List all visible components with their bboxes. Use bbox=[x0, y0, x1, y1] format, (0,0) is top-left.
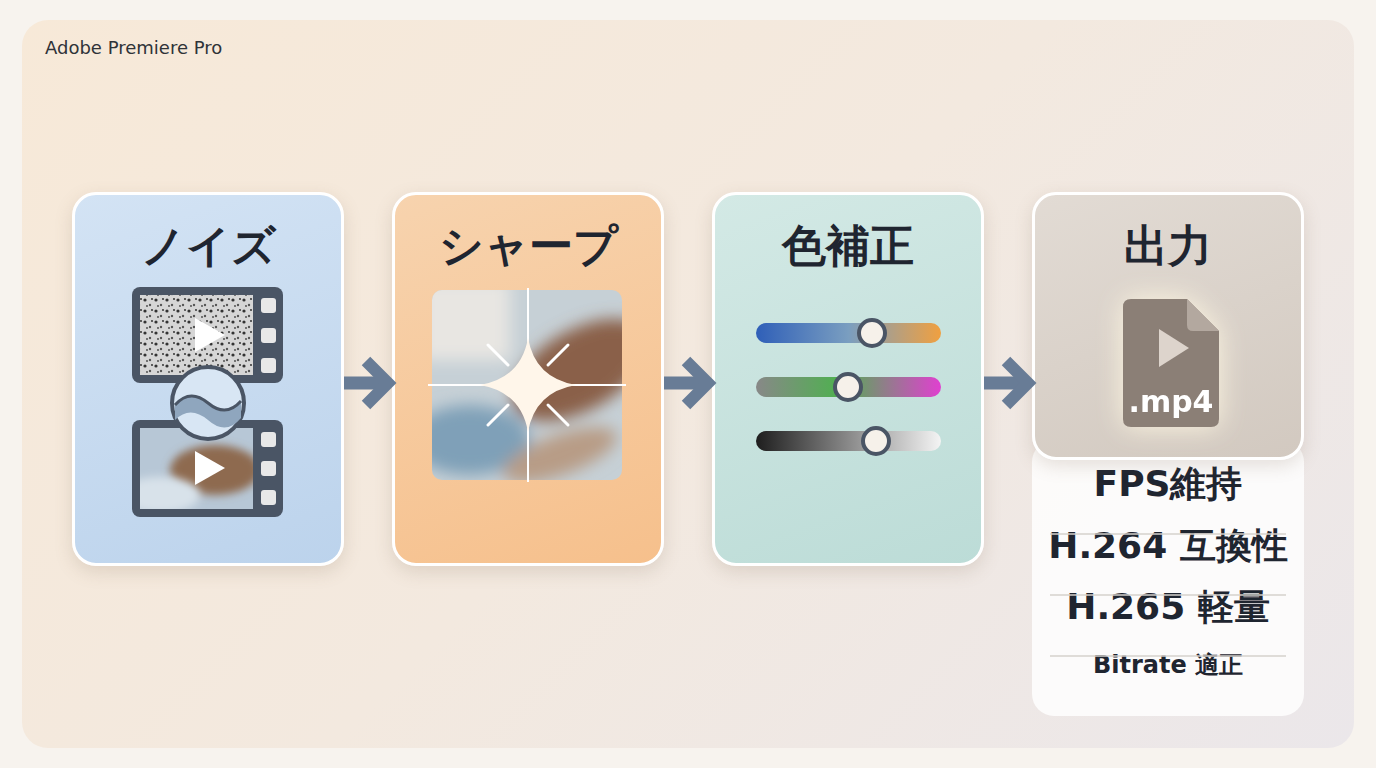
step-card: ノイズ bbox=[72, 192, 344, 566]
arrow-shaft bbox=[984, 377, 1024, 390]
setting-text: H.264 互換性 bbox=[1032, 522, 1304, 571]
app-title: Adobe Premiere Pro bbox=[45, 37, 222, 58]
arrow-head bbox=[366, 361, 388, 405]
setting-text: H.265 軽量 bbox=[1032, 583, 1304, 632]
step-title: 出力 bbox=[1035, 217, 1301, 276]
file-fold bbox=[1187, 299, 1219, 331]
setting-text: Bitrate 適正 bbox=[1032, 649, 1304, 681]
flow-arrow bbox=[664, 361, 708, 405]
arrow-shaft bbox=[344, 377, 384, 390]
step-card: シャープ bbox=[392, 192, 664, 566]
flow-arrow bbox=[984, 361, 1028, 405]
settings-panel: FPS維持 H.264 互換性 H.265 軽量 Bitrate 適正 bbox=[1032, 440, 1304, 716]
arrow-shaft bbox=[664, 377, 704, 390]
setting-text: FPS維持 bbox=[1032, 460, 1304, 509]
step-title: 色補正 bbox=[715, 217, 981, 276]
output-card: 出力 .mp4 bbox=[1032, 192, 1304, 460]
step-title: ノイズ bbox=[75, 217, 341, 276]
step-card: 色補正 bbox=[712, 192, 984, 566]
step-title: シャープ bbox=[395, 217, 661, 276]
file-extension: .mp4 bbox=[1121, 384, 1221, 419]
file-icon: .mp4 bbox=[1121, 297, 1221, 429]
arrow-head bbox=[686, 361, 708, 405]
arrow-head bbox=[1006, 361, 1028, 405]
flow-arrow bbox=[344, 361, 388, 405]
play-triangle bbox=[1159, 329, 1189, 367]
